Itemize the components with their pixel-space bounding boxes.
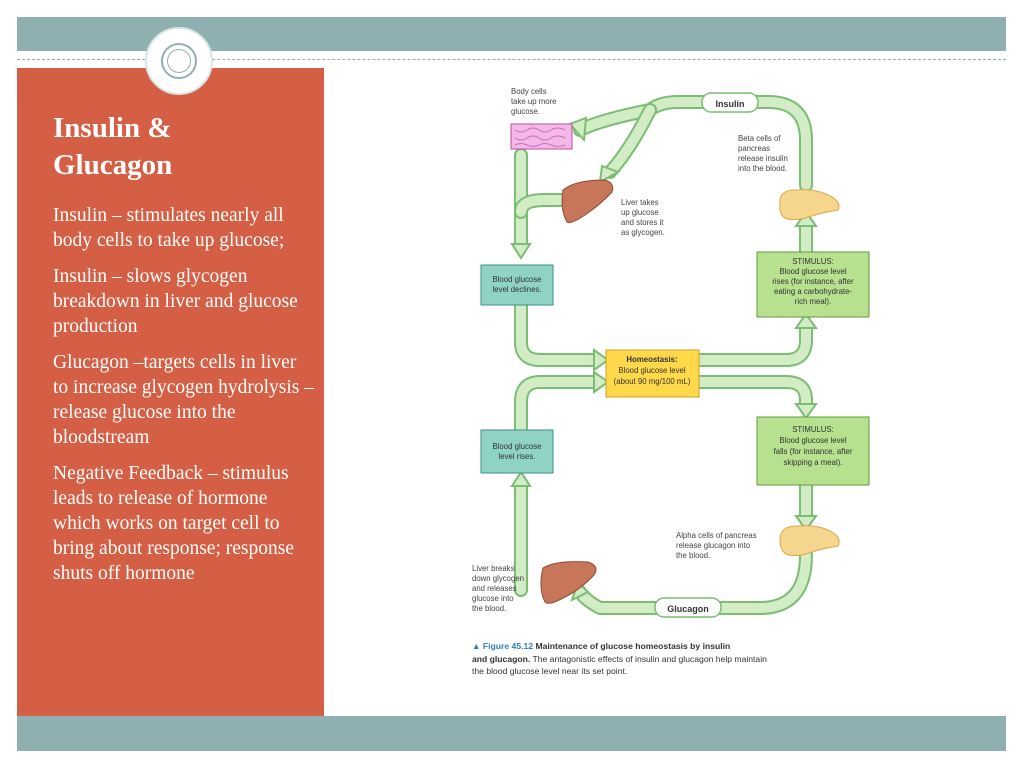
svg-text:up glucose: up glucose [621, 208, 659, 217]
svg-text:(about 90 mg/100 mL): (about 90 mg/100 mL) [614, 377, 691, 386]
liver-icon-top [561, 179, 614, 224]
blood-glucose-declines-box [480, 264, 554, 306]
svg-text:Blood glucose level: Blood glucose level [779, 436, 846, 445]
figure-caption: ▲ Figure 45.12 Maintenance of glucose ho… [472, 641, 767, 676]
svg-text:and glucagon. The antagonistic: and glucagon. The antagonistic effects o… [472, 654, 767, 664]
bullet-item: Negative Feedback – stimulus leads to re… [53, 463, 294, 584]
svg-text:level rises.: level rises. [499, 452, 536, 461]
declines-text: Blood glucose level declines. [493, 275, 542, 294]
bullet-item: Insulin – slows glycogen breakdown in li… [53, 266, 298, 337]
glucose-homeostasis-diagram: Insulin Glucagon Body cells take up more… [472, 87, 870, 676]
pancreas-icon-bottom [779, 525, 840, 557]
homeostasis-text: Homeostasis: Blood glucose level (about … [614, 355, 691, 386]
svg-text:down glycogen: down glycogen [472, 574, 524, 583]
stimulus-fall-text: STIMULUS: Blood glucose level falls (for… [774, 425, 853, 467]
svg-text:release glucagon into: release glucagon into [676, 541, 751, 550]
svg-text:Liver takes: Liver takes [621, 198, 659, 207]
insulin-label-pill [701, 92, 759, 113]
liver-breaks-text: Liver breaks down glycogen and releases … [472, 564, 524, 613]
to-homeostasis-arrow [514, 298, 603, 367]
bottom-band [17, 716, 1006, 751]
svg-text:Alpha cells of pancreas: Alpha cells of pancreas [676, 531, 757, 540]
svg-text:eating a carbohydrate-: eating a carbohydrate- [774, 287, 852, 296]
svg-text:pancreas: pancreas [738, 144, 770, 153]
bullet-item: Glucagon –targets cells in liver to incr… [53, 352, 315, 448]
side-panel [17, 68, 324, 716]
svg-text:rises (for instance, after: rises (for instance, after [772, 277, 854, 286]
svg-text:Blood glucose: Blood glucose [493, 275, 542, 284]
svg-text:the blood glucose level near i: the blood glucose level near its set poi… [472, 666, 627, 676]
pancreas-icon-top [779, 189, 840, 221]
svg-text:glucose into: glucose into [472, 594, 514, 603]
svg-text:STIMULUS:: STIMULUS: [792, 425, 834, 434]
circle-ornament-inner [161, 43, 197, 79]
bullet-item: Insulin – stimulates nearly all body cel… [53, 205, 285, 251]
svg-text:the blood.: the blood. [676, 551, 710, 560]
homeostasis-box [605, 349, 700, 398]
liver-takes-text: Liver takes up glucose and stores it as … [621, 198, 665, 237]
svg-text:release insulin: release insulin [738, 154, 788, 163]
svg-text:and stores it: and stores it [621, 218, 664, 227]
svg-text:Liver breaks: Liver breaks [472, 564, 515, 573]
stimulus-fall-box [756, 416, 870, 486]
circle-ornament [145, 27, 213, 95]
svg-text:take up more: take up more [511, 97, 557, 106]
svg-text:rich meal).: rich meal). [795, 297, 831, 306]
svg-text:falls (for instance, after: falls (for instance, after [774, 447, 853, 456]
stimulus-rise-text: STIMULUS: Blood glucose level rises (for… [772, 257, 854, 306]
glucagon-label: Glucagon [667, 604, 709, 614]
rises-to-homeostasis-arrow [514, 375, 603, 435]
svg-text:▲ Figure 45.12 Maintenance of: ▲ Figure 45.12 Maintenance of glucose ho… [472, 641, 730, 651]
svg-text:skipping a meal).: skipping a meal). [784, 458, 843, 467]
blood-glucose-rises-box [480, 429, 554, 474]
svg-text:Beta cells of: Beta cells of [738, 134, 781, 143]
beta-cells-text: Beta cells of pancreas release insulin i… [738, 134, 788, 173]
divider-line [17, 59, 1006, 60]
svg-text:as glycogen.: as glycogen. [621, 228, 665, 237]
svg-text:glucose.: glucose. [511, 107, 540, 116]
bullet-list: Insulin – stimulates nearly all body cel… [53, 203, 315, 597]
svg-text:STIMULUS:: STIMULUS: [792, 257, 834, 266]
insulin-label: Insulin [716, 99, 745, 109]
svg-text:the blood.: the blood. [472, 604, 506, 613]
figure-number: Figure 45.12 [483, 641, 533, 651]
svg-text:and releases: and releases [472, 584, 517, 593]
svg-text:level declines.: level declines. [493, 285, 542, 294]
svg-text:Body cells: Body cells [511, 87, 547, 96]
svg-text:Blood glucose: Blood glucose [493, 442, 542, 451]
title-line-1: Insulin & [53, 112, 172, 144]
title-line-2: Glucagon [53, 149, 173, 181]
svg-text:into the blood.: into the blood. [738, 164, 787, 173]
liver-icon-bottom [540, 561, 597, 604]
svg-text:Blood glucose level: Blood glucose level [779, 267, 846, 276]
svg-text:Blood glucose level: Blood glucose level [618, 366, 685, 375]
glucagon-label-pill [654, 597, 722, 618]
body-cells-text: Body cells take up more glucose. [511, 87, 557, 116]
slide-title: Insulin & Glucagon [53, 110, 313, 184]
svg-text:Homeostasis:: Homeostasis: [626, 355, 677, 364]
stimulus-rise-box [756, 251, 870, 318]
rises-text: Blood glucose level rises. [493, 442, 542, 461]
alpha-cells-text: Alpha cells of pancreas release glucagon… [676, 531, 757, 560]
